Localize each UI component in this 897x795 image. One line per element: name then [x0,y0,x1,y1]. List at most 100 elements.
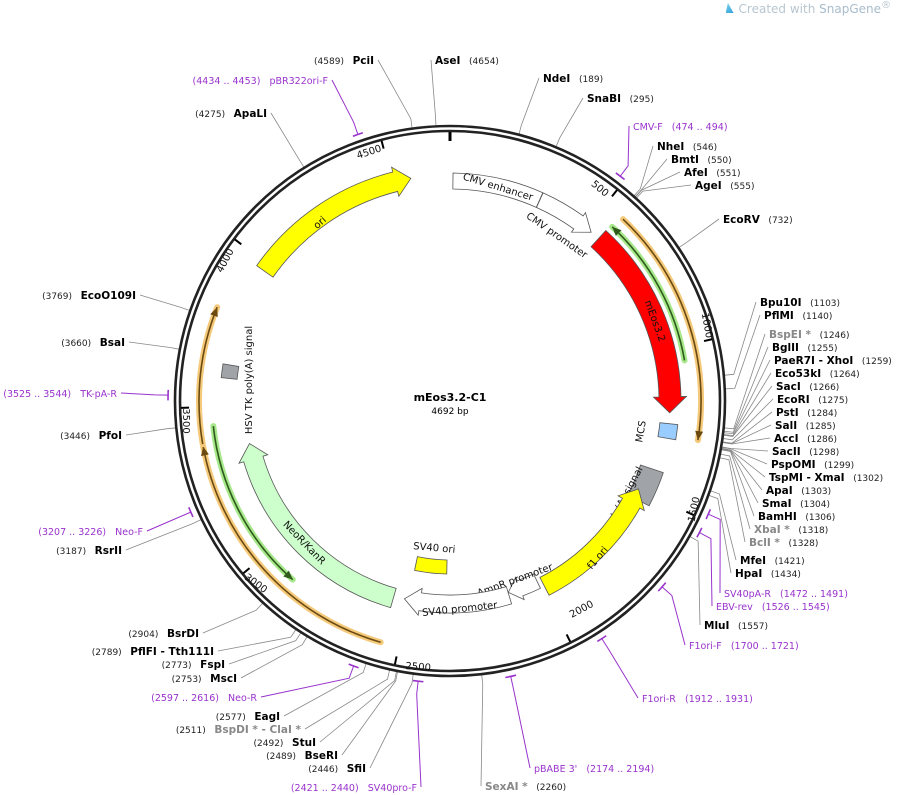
enzyme-name: TspMI - XmaI [769,472,845,484]
primer[interactable]: (3207 .. 3226) Neo-F [38,506,194,538]
enzyme-site-label[interactable]: TspMI - XmaI (1302) [769,472,883,484]
feature-sv40-ori[interactable] [414,556,448,575]
enzyme-site-line [722,446,768,465]
enzyme-paren-open: ( [536,783,540,793]
enzyme-name: EcoRV [723,214,761,226]
spacer [794,312,803,322]
enzyme-site-label[interactable]: Eco53kI (1264) [775,368,860,380]
enzyme-site-label[interactable]: EcoRI (1275) [777,394,848,406]
feature-neor-kanr[interactable] [238,442,397,609]
enzyme-site-label[interactable]: PaeR7I - XhoI (1259) [774,355,892,367]
enzyme-site-label[interactable]: SacI (1266) [776,381,839,393]
enzyme-site-label[interactable]: PspOMI (1299) [771,459,854,471]
feature-ori[interactable] [256,166,412,278]
primer[interactable]: F1ori-F (1700 .. 1721) [657,582,799,652]
feature-ampr-promoter[interactable] [507,573,541,601]
primer-label: (2421 .. 2440) SV40pro-F [291,783,417,794]
enzyme-position: 1303 [805,487,828,497]
enzyme-site-label[interactable]: (2511) BspDI * - ClaI * [176,724,302,736]
enzyme-position: 1255 [811,344,834,354]
enzyme-site-label[interactable]: MfeI (1421) [740,555,805,567]
enzyme-site-label[interactable]: BmtI (550) [671,154,732,166]
enzyme-paren-close: ) [88,339,92,349]
enzyme-site-label[interactable]: HpaI (1434) [735,568,801,580]
enzyme-site-label[interactable]: SexAI * (2260) [485,781,566,793]
enzyme-site-label[interactable]: (2789) PflFI - Tth111I [92,646,214,658]
enzyme-site-label[interactable]: (2489) BseRI [266,750,338,762]
enzyme-site-label[interactable]: NheI (546) [657,141,717,153]
enzyme-site-label[interactable]: AfeI (551) [684,167,741,179]
enzyme-site-label[interactable]: (2904) BsrDI [128,628,199,640]
primer-bind-mark [188,506,194,518]
enzyme-site-label[interactable]: SalI (1285) [775,420,836,432]
enzyme-paren-open: ( [56,547,60,557]
enzyme-site-label[interactable]: (3446) PfoI [60,430,122,442]
spacer [853,357,862,367]
feature-mcs[interactable] [657,422,679,441]
enzyme-site-label[interactable]: BspEI * (1246) [769,329,850,341]
enzyme-site-label[interactable]: XbaI * (1318) [754,524,828,536]
feature-hsv-tk-poly-a-signal[interactable] [220,363,240,380]
primer[interactable]: F1ori-R (1912 .. 1931) [596,635,753,705]
enzyme-site-label[interactable]: AseI (4654) [435,55,499,67]
primer-name: EBV-rev [716,602,753,613]
enzyme-site-label[interactable]: SacII (1298) [772,446,839,458]
enzyme-position: 1328 [792,539,815,549]
feature-sv40-promoter[interactable] [403,586,513,617]
enzyme-site-label[interactable]: (3187) RsrII [56,545,122,557]
primer-paren-open: ( [38,527,42,538]
enzyme-site-label[interactable]: (4275) ApaLI [195,108,267,120]
enzyme-site-label[interactable]: ApaI (1303) [766,485,831,497]
feature-cmv-promoter[interactable] [536,192,592,233]
enzyme-site-label[interactable]: EcoRV (732) [723,214,793,226]
enzyme-paren-open: ( [809,448,813,458]
enzyme-site-label[interactable]: BamHI (1306) [758,511,835,523]
enzyme-site-label[interactable]: SmaI (1304) [762,498,830,510]
enzyme-site-label[interactable]: (2492) StuI [254,737,317,749]
primer[interactable]: (2597 .. 2616) Neo-R [151,663,359,704]
enzyme-site-label[interactable]: (3660) BsaI [61,337,125,349]
enzyme-position: 1266 [813,383,836,393]
enzyme-position: 550 [711,156,728,166]
enzyme-site-label[interactable]: (4589) PciI [314,55,374,67]
spacer [528,783,537,793]
feature-label-mcs: MCS [634,420,649,444]
enzyme-site-label[interactable]: (2577) EagI [216,711,280,723]
primer[interactable]: pBABE 3' (2174 .. 2194) [505,674,654,775]
primer[interactable]: (2421 .. 2440) SV40pro-F [291,679,424,794]
enzyme-site-label[interactable]: (3769) EcoO109I [42,290,136,302]
enzyme-paren-close: ) [801,557,805,567]
enzyme-position: 1284 [811,409,834,419]
enzyme-site-label[interactable]: (2773) FspI [162,659,225,671]
primer[interactable]: SV40pA-R (1472 .. 1491) [705,509,848,600]
backbone-inner-ring [178,129,722,673]
enzyme-paren-close: ) [188,661,192,671]
primer-range: 1912 .. 1931 [689,694,749,705]
enzyme-site-label[interactable]: (2753) MscI [172,673,237,685]
primer[interactable]: (4434 .. 4453) pBR322ori-F [193,76,364,137]
enzyme-site-label[interactable]: BclI * (1328) [749,537,818,549]
enzyme-site-label[interactable]: AccI (1286) [774,433,837,445]
enzyme-paren-open: ( [820,331,824,341]
spacer [802,299,811,309]
feature-label-neor-kanr: NeoR/KanR [280,519,327,567]
enzyme-site-label[interactable]: NdeI (189) [543,73,603,85]
enzyme-site-line [724,359,771,435]
enzyme-site-label[interactable]: (2446) SfiI [308,763,366,775]
enzyme-site-label[interactable]: PstI (1284) [776,407,837,419]
enzyme-paren-close: ) [650,95,654,105]
enzyme-site-label[interactable]: BglII (1255) [772,342,837,354]
enzyme-site-label[interactable]: SnaBI (295) [587,93,654,105]
enzyme-name: PflFI - Tth111I [130,646,214,658]
primer[interactable]: (3525 .. 3544) TK-pA-R [3,389,170,401]
enzyme-site-label[interactable]: AgeI (555) [695,180,754,192]
enzyme-name: RsrII [95,545,122,557]
enzyme-name: AseI [435,55,460,67]
enzyme-site-label[interactable]: Bpu10I (1103) [760,297,840,309]
primer[interactable]: CMV-F (474 .. 494) [615,122,728,181]
primer[interactable]: EBV-rev (1526 .. 1545) [696,527,830,613]
enzyme-site-label[interactable]: PflMI (1140) [764,310,832,322]
feature-f1-ori[interactable] [539,488,645,596]
feature-meos3-2[interactable] [590,229,688,414]
enzyme-site-label[interactable]: MluI (1557) [704,620,768,632]
